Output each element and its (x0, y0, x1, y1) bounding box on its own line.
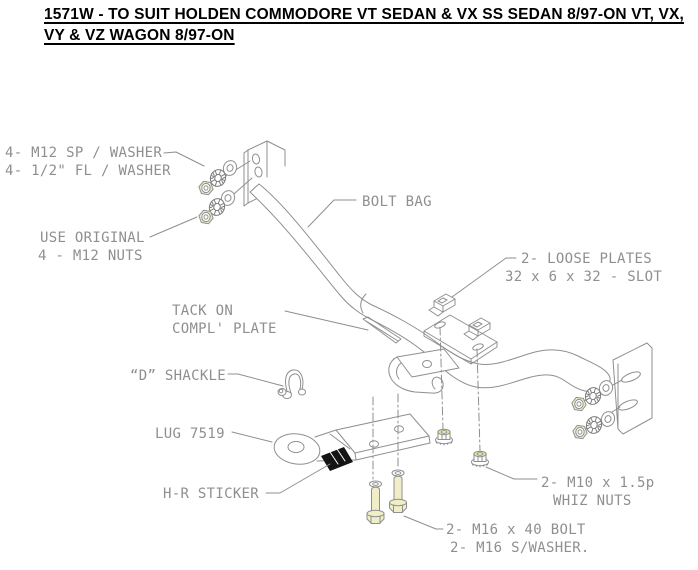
callout-whiz-nuts-line2: WHIZ NUTS (553, 493, 632, 509)
callout-original-nuts-line2: 4 - M12 NUTS (38, 248, 143, 264)
loose-plate-1 (428, 293, 456, 317)
body-mount-plate (423, 314, 498, 365)
d-shackle (277, 369, 306, 399)
callout-tack-on-line1: TACK ON (172, 303, 233, 319)
callout-lug: LUG 7519 (155, 426, 225, 442)
centerlines (372, 326, 481, 480)
callout-m16-bolts-line2: 2- M16 S/WASHER. (450, 540, 590, 556)
drawing-title: 1571W - TO SUIT HOLDEN COMMODORE VT SEDA… (44, 4, 694, 46)
mounting-bracket (243, 140, 286, 207)
drawing-title-line2: VY & VZ WAGON 8/97-ON (44, 27, 235, 44)
tack-on-compl-plate (362, 316, 402, 344)
callout-d-shackle: “D” SHACKLE (130, 368, 226, 384)
callout-labels: 4- M12 SP / WASHER 4- 1/2" FL / WASHER U… (5, 145, 662, 556)
hr-sticker (321, 447, 353, 471)
callout-sp-washer-line1: 4- M12 SP / WASHER (5, 145, 162, 161)
loose-plate-2 (463, 317, 491, 341)
front-washer-stack-1 (197, 158, 240, 196)
callout-whiz-nuts-line1: 2- M10 x 1.5p (541, 475, 654, 491)
callout-loose-plates-line2: 32 x 6 x 32 - SLOT (505, 269, 662, 285)
drawing-title-line1: 1571W - TO SUIT HOLDEN COMMODORE VT SEDA… (44, 6, 684, 23)
callout-hr-sticker: H-R STICKER (163, 486, 259, 502)
m16-bolt-2 (389, 469, 407, 513)
callout-bolt-bag: BOLT BAG (362, 194, 432, 210)
tube-bend-seam (360, 293, 367, 314)
callout-sp-washer-line2: 4- 1/2" FL / WASHER (5, 163, 171, 179)
whiz-nut-1 (435, 428, 453, 446)
end-plate (612, 342, 653, 435)
callout-tack-on-line2: COMPL' PLATE (172, 321, 277, 337)
callout-loose-plates-line1: 2- LOOSE PLATES (521, 251, 652, 267)
m16-bolt-1 (366, 480, 385, 524)
callout-m16-bolts-line1: 2- M16 x 40 BOLT (446, 522, 586, 538)
whiz-nut-2 (471, 450, 489, 468)
hitch-bracket (388, 348, 460, 394)
end-washer-stack-2 (571, 409, 617, 440)
tow-lug (273, 413, 431, 471)
leader-lines (149, 151, 538, 530)
callout-original-nuts-line1: USE ORIGINAL (40, 230, 145, 246)
